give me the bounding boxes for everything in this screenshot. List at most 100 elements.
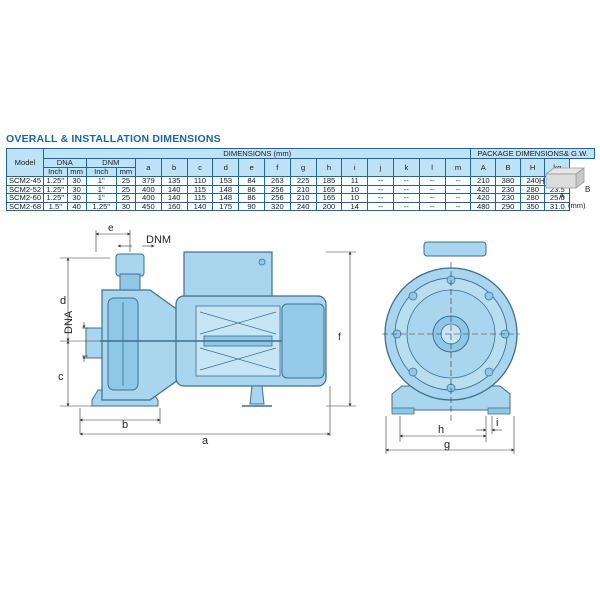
col-pkg-b: B [495, 158, 521, 177]
table-cell-dnm-mm: 25 [115, 176, 136, 186]
table-cell-c: 115 [186, 193, 214, 203]
inlet-port [85, 327, 105, 359]
table-cell-a: 420 [470, 184, 497, 195]
table-cell-dnm-inch: 1" [85, 193, 117, 203]
table-cell-m: -- [444, 184, 472, 195]
table-cell-m: -- [444, 201, 472, 212]
table-cell-c: 110 [186, 176, 214, 186]
rear-foot [249, 385, 265, 405]
table-cell-b: 140 [160, 193, 188, 203]
dnm-inch-header: Inch [85, 167, 117, 177]
dna-mm-header: mm [66, 167, 87, 177]
table-cell-dna-inch: 1.25" [43, 184, 68, 195]
side-dimensions [60, 230, 356, 436]
front-foot-right [487, 407, 511, 415]
label-d: d [60, 295, 66, 307]
box-label-h: H [539, 177, 545, 186]
table-cell-l: -- [418, 176, 446, 186]
table-cell-f: 320 [263, 201, 291, 212]
table-cell-c: 115 [186, 184, 214, 195]
table-cell-model: SCM2-60 [5, 193, 45, 203]
table-cell-h: 165 [315, 193, 343, 203]
table-cell-b: 230 [495, 193, 521, 203]
table-cell-dnm-inch: 1.25" [85, 201, 117, 212]
table-cell-b: 290 [495, 201, 521, 212]
table-cell-dnm-mm: 25 [115, 193, 136, 203]
table-cell-dnm-mm: 30 [115, 201, 136, 212]
dna-header: DNA [43, 158, 87, 168]
box-front [545, 173, 577, 189]
label-h: h [438, 424, 444, 436]
table-cell-dna-mm: 30 [66, 184, 87, 195]
package-header: PACKAGE DIMENSIONS& G.W. [470, 148, 595, 159]
box-label-b: B [585, 185, 590, 194]
pump-side-view [85, 251, 327, 407]
table-cell-h: 185 [315, 176, 343, 186]
label-a: a [202, 435, 209, 447]
table-cell-k: -- [392, 176, 420, 186]
box-label-unit: (mm) [568, 201, 586, 210]
table-cell-i: 11 [341, 176, 369, 186]
table-cell-dna-mm: 30 [66, 193, 87, 203]
table-cell-e: 84 [238, 176, 265, 186]
table-cell-dna-mm: 40 [66, 201, 87, 212]
terminal-screw [258, 258, 266, 266]
table-cell-d: 175 [212, 201, 240, 212]
label-c: c [58, 371, 64, 383]
terminal-box [183, 251, 273, 297]
table-cell-m: -- [444, 193, 472, 203]
dna-inch-header: Inch [43, 167, 68, 177]
table-cell-b: 230 [495, 184, 521, 195]
table-cell-dna-inch: 1.25" [43, 193, 68, 203]
label-e: e [108, 223, 114, 234]
table-cell-i: 14 [341, 201, 369, 212]
front-terminal-box [423, 241, 487, 257]
col-g: g [289, 158, 317, 177]
table-cell-kg: 31.0 [544, 201, 571, 212]
dimensions-table: Model DIMENSIONS (mm) PACKAGE DIMENSIONS… [5, 148, 595, 212]
table-cell-h: 165 [315, 184, 343, 195]
label-dna: DNA [63, 310, 75, 334]
table-cell-k: -- [392, 201, 420, 212]
package-box-diagram: H B A (mm) [539, 167, 590, 210]
table-cell-g: 210 [289, 184, 317, 195]
table-cell-model: SCM2-52 [5, 184, 45, 195]
label-b: b [122, 419, 128, 431]
pump-drawing: e DNM d DNA c b a f [58, 223, 520, 454]
table-cell-g: 240 [289, 201, 317, 212]
table-cell-dnm-inch: 1" [85, 176, 117, 186]
label-dnm: DNM [146, 234, 171, 246]
table-cell-l: -- [418, 193, 446, 203]
table-cell-j: -- [367, 184, 394, 195]
outlet-neck [119, 273, 141, 291]
fan-cover [281, 303, 325, 379]
table-cell-b: 160 [160, 201, 188, 212]
col-j: j [367, 158, 394, 177]
table-cell-k: -- [392, 184, 420, 195]
table-cell-a: 400 [134, 193, 162, 203]
label-g: g [444, 439, 450, 451]
col-h: h [315, 158, 343, 177]
table-cell-l: -- [418, 201, 446, 212]
table-cell-g: 210 [289, 193, 317, 203]
table-cell-f: 263 [263, 176, 291, 186]
table-cell-b: 140 [160, 184, 188, 195]
front-dimensions [382, 262, 520, 454]
table-cell-g: 225 [289, 176, 317, 186]
col-a: a [134, 158, 162, 177]
col-f: f [263, 158, 291, 177]
table-cell-l: -- [418, 184, 446, 195]
col-i: i [341, 158, 369, 177]
col-m: m [444, 158, 472, 177]
table-cell-d: 148 [212, 193, 240, 203]
table-cell-a: 450 [134, 201, 162, 212]
table-cell-dna-mm: 30 [66, 176, 87, 186]
table-cell-model: SCM2-68 [5, 201, 45, 212]
box-label-a: A [559, 192, 565, 201]
table-cell-j: -- [367, 176, 394, 186]
table-cell-a: 420 [470, 193, 497, 203]
table-cell-c: 140 [186, 201, 214, 212]
